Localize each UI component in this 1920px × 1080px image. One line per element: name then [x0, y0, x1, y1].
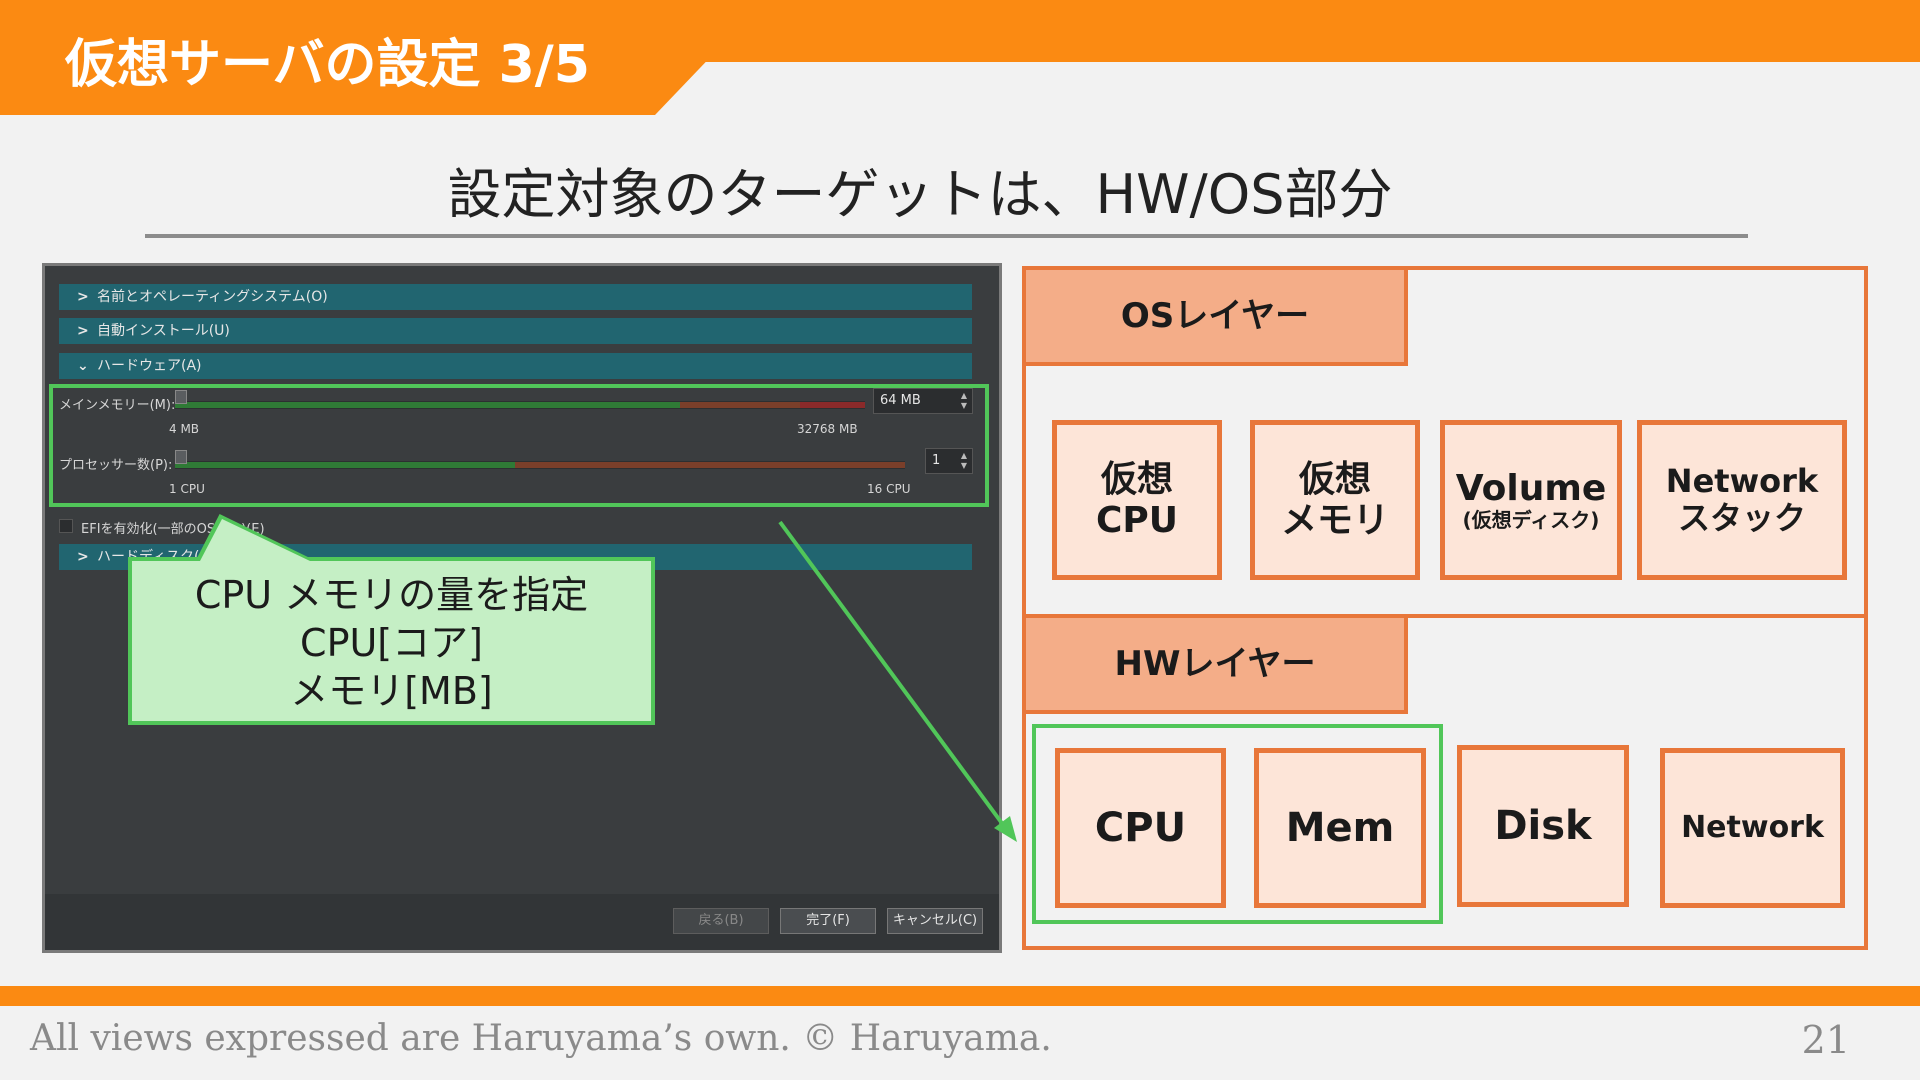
dialog-footer: 戻る(B) 完了(F) キャンセル(C): [45, 894, 999, 950]
section-label: ハードウェア(A): [97, 358, 202, 374]
memory-value: 64 MB: [880, 393, 921, 408]
cpu-slider[interactable]: [175, 461, 905, 469]
callout-line-2: CPU[コア]: [300, 621, 483, 665]
memory-spinbox[interactable]: 64 MB ▲▼: [873, 388, 973, 414]
page-number: 21: [1801, 1018, 1850, 1062]
section-hardware[interactable]: ⌄ ハードウェア(A): [59, 353, 972, 379]
cancel-button[interactable]: キャンセル(C): [887, 908, 983, 934]
chevron-right-icon: >: [77, 549, 89, 565]
back-button[interactable]: 戻る(B): [673, 908, 769, 934]
memory-slider-handle[interactable]: [175, 390, 187, 404]
finish-button[interactable]: 完了(F): [780, 908, 876, 934]
cpu-max-label: 16 CPU: [867, 482, 911, 496]
subtitle-divider: [145, 234, 1748, 238]
memory-slider[interactable]: [175, 401, 865, 409]
cpu-label: プロセッサー数(P):: [59, 458, 173, 473]
cpu-spinbox[interactable]: 1 ▲▼: [925, 448, 973, 474]
hw-layer-heading: HWレイヤー: [1022, 614, 1408, 714]
hw-box-cpu: CPU: [1055, 748, 1226, 908]
section-label: 自動インストール(U): [97, 323, 230, 339]
chevron-right-icon: >: [77, 289, 89, 305]
spin-arrows-icon[interactable]: ▲▼: [960, 451, 968, 470]
os-layer-heading: OSレイヤー: [1022, 266, 1408, 366]
os-box-virtual-cpu: 仮想 CPU: [1052, 420, 1222, 580]
callout-box: CPU メモリの量を指定 CPU[コア] メモリ[MB]: [128, 557, 655, 725]
hw-box-disk: Disk: [1457, 745, 1629, 907]
chevron-right-icon: >: [77, 323, 89, 339]
os-box-virtual-memory: 仮想 メモリ: [1250, 420, 1420, 580]
hw-box-network: Network: [1660, 748, 1845, 908]
hw-layer-frame: [1022, 614, 1868, 950]
cpu-min-label: 1 CPU: [169, 482, 205, 496]
chevron-down-icon: ⌄: [77, 358, 89, 374]
callout-line-1: CPU メモリの量を指定: [194, 573, 589, 617]
efi-checkbox[interactable]: [59, 519, 73, 533]
memory-min-label: 4 MB: [169, 422, 200, 436]
copyright-notice: All views expressed are Haruyama’s own. …: [30, 1018, 1052, 1059]
title-tab: [0, 0, 710, 115]
os-box-network-stack: Network スタック: [1637, 420, 1847, 580]
section-label: 名前とオペレーティングシステム(O): [97, 289, 328, 305]
memory-label: メインメモリー(M):: [59, 398, 176, 413]
cpu-value: 1: [932, 453, 941, 468]
callout-line-3: メモリ[MB]: [290, 669, 493, 713]
slide-subtitle: 設定対象のターゲットは、HW/OS部分: [447, 163, 1393, 226]
footer-band: [0, 986, 1920, 1006]
spin-arrows-icon[interactable]: ▲▼: [960, 391, 968, 410]
cpu-slider-handle[interactable]: [175, 450, 187, 464]
slide-title: 仮想サーバの設定 3/5: [65, 35, 590, 95]
os-box-volume: Volume (仮想ディスク): [1440, 420, 1622, 580]
hw-box-mem: Mem: [1254, 748, 1426, 908]
hw-cpu-mem-highlight: [1032, 724, 1443, 924]
memory-max-label: 32768 MB: [797, 422, 858, 436]
memory-cpu-highlight: [49, 384, 989, 507]
section-name-and-os[interactable]: > 名前とオペレーティングシステム(O): [59, 284, 972, 310]
section-auto-install[interactable]: > 自動インストール(U): [59, 318, 972, 344]
